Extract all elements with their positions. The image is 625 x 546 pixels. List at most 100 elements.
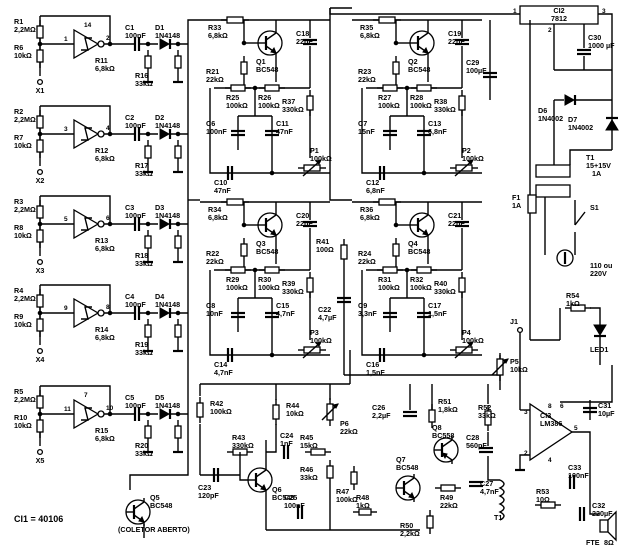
j1-label: J1 [510,317,518,326]
pin-in-1: 1 [64,36,68,43]
switch-s1 [574,211,586,226]
osc3-ra-ref: R13 [95,236,108,245]
osc1-rtop-ref: R1 [14,17,23,26]
regulator-ci2 [519,5,599,25]
c22-value: 4,7µF [318,313,337,322]
osc1-ra-ref: R11 [95,56,108,65]
f3-q-ref: Q3 [256,239,266,248]
r44-ref: R44 [286,401,299,410]
osc2-diode-value: 1N4148 [155,121,180,130]
amp-pin-3: 3 [524,409,528,416]
f1-ra-value: 100kΩ [226,101,248,110]
inverter-bubble-2 [97,130,105,138]
r-a-4 [144,324,152,338]
f3-ce-ref: C20 [296,211,309,220]
r53 [540,501,556,509]
transformer-primary [535,184,571,198]
f2-pot-value: 100kΩ [462,154,484,163]
amp-pin-4: 4 [548,457,552,464]
re-4 [392,243,400,257]
pin-in-2: 3 [64,126,68,133]
osc5-cap-value: 100nF [125,401,146,410]
r44 [272,404,280,420]
f2-ce-ref: C19 [448,29,461,38]
r48-value: 1kΩ [356,501,370,510]
rb-2 [416,84,432,92]
osc3-diode-ref: D3 [155,203,164,212]
f3-ca-value: 10nF [206,309,223,318]
wire [40,105,111,134]
f3-rl-ref: R39 [282,279,295,288]
r46 [326,465,334,479]
jack-j1 [516,326,524,334]
f2-cc-ref: C12 [366,178,379,187]
f1-q-ref: Q1 [256,57,266,66]
r51-ref: R51 [438,397,451,406]
inverter-bubble-4 [97,309,105,317]
f1-cc-ref: C10 [214,178,227,187]
f3-cb-value: 4,7nF [276,309,295,318]
f1-ce-value: 22nF [296,37,313,46]
x-terminal-4 [36,347,44,355]
c28-ref: C28 [466,433,479,442]
amp-pin-5: 5 [574,425,578,432]
osc5-ra-ref: R15 [95,426,108,435]
c27-ref: C27 [480,479,493,488]
f4-re-value: 22kΩ [358,257,376,266]
r49 [440,484,456,492]
r43-ref: R43 [232,433,245,442]
osc5-rtop-value: 2,2MΩ [14,395,36,404]
r44-value: 10kΩ [286,409,304,418]
wire [329,8,520,15]
ra-4 [382,266,398,274]
transistor-q7-arrow [408,491,415,499]
diode-d6 [564,94,576,106]
fuse-value: 1A [512,201,521,210]
diode-d7 [605,119,619,131]
f4-ra-value: 100kΩ [378,283,400,292]
osc2-cap-value: 100nF [125,121,146,130]
transformer-current: 1A [592,169,601,178]
d7-value: 1N4002 [568,123,593,132]
c31-ref: C31 [598,401,611,410]
pot-p6-arrow [331,403,339,409]
transistor-q-2-arrow [422,46,429,54]
pin-out-2: 4 [106,125,110,132]
f4-cb-value: 1,5nF [428,309,447,318]
amp-ref: CI3 [540,411,551,420]
fuse-ref: F1 [512,193,520,202]
junction-dot [404,267,410,273]
r49-value: 22kΩ [440,501,458,510]
r-bot-2 [36,139,44,153]
rb-1 [264,84,280,92]
x-label-4: X4 [36,355,45,364]
f4-cc-value: 1,5nF [366,368,385,377]
f4-ce-ref: C21 [448,211,461,220]
speaker-cone [607,510,617,542]
osc5-rb-value: 33kΩ [135,449,153,458]
d-5 [159,408,171,420]
r45-ref: R45 [300,433,313,442]
f1-pot-ref: P1 [310,146,319,155]
f2-rl-ref: R38 [434,97,447,106]
r-a-2 [144,145,152,159]
inverter-bubble-1 [97,40,105,48]
wire [329,8,352,201]
reg-pin-2: 2 [548,27,552,34]
f1-rc-value: 6,8kΩ [208,31,228,40]
ra-2 [382,84,398,92]
f1-rb-ref: R26 [258,93,271,102]
f4-rl-ref: R40 [434,279,447,288]
f4-q-ref: Q4 [408,239,418,248]
f3-rc-ref: R34 [208,205,221,214]
f4-cc-ref: C16 [366,360,379,369]
r-top-1 [36,25,44,39]
pot-4-arrow [466,341,474,347]
r42-value: 100kΩ [210,407,232,416]
osc3-rbot-ref: R8 [14,223,23,232]
r48-ref: R48 [356,493,369,502]
wire [81,37,92,51]
transistor-q5-arrow [138,515,145,523]
r47 [350,471,358,485]
